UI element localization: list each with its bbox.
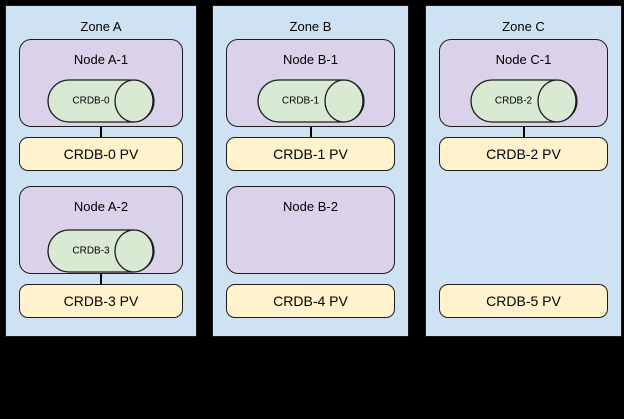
- cylinder-icon: [47, 79, 155, 123]
- zone-c-title: Zone C: [502, 19, 545, 34]
- crdb-2-pv-box: CRDB-2 PV: [439, 137, 608, 171]
- crdb-1-pod-label: CRDB-1: [281, 95, 320, 107]
- connector-b1-pv1: [309, 127, 312, 137]
- crdb-1-pod-cylinder: CRDB-1: [256, 79, 365, 123]
- crdb-4-pv-label: CRDB-4 PV: [273, 293, 348, 309]
- zone-b-title: Zone B: [289, 19, 332, 34]
- node-b2-box: Node B-2: [226, 186, 395, 274]
- crdb-3-pv-label: CRDB-3 PV: [63, 293, 139, 309]
- connector-a1-pv0: [100, 127, 102, 137]
- crdb-2-pod-label: CRDB-2: [494, 95, 533, 107]
- cylinder-icon: [256, 79, 365, 123]
- connector-a2-pv3: [100, 274, 102, 284]
- crdb-0-pv-box: CRDB-0 PV: [19, 137, 183, 171]
- crdb-4-pv-box: CRDB-4 PV: [226, 284, 395, 318]
- crdb-5-pv-label: CRDB-5 PV: [486, 293, 561, 309]
- crdb-0-pod-cylinder: CRDB-0: [47, 79, 155, 123]
- zone-a-title: Zone A: [80, 19, 122, 34]
- crdb-1-pv-label: CRDB-1 PV: [273, 146, 348, 162]
- cylinder-icon: [47, 229, 155, 273]
- node-b1-title: Node B-1: [283, 52, 338, 67]
- crdb-3-pod-cylinder: CRDB-3: [47, 229, 155, 273]
- crdb-3-pv-box: CRDB-3 PV: [19, 284, 183, 318]
- node-a2-title: Node A-2: [73, 199, 129, 214]
- zone-b-panel: Zone B Node B-1 CRDB-1 CRDB-1 PV Node B-…: [212, 5, 409, 337]
- cylinder-icon: [469, 79, 578, 123]
- crdb-5-pv-box: CRDB-5 PV: [439, 284, 608, 318]
- crdb-3-pod-label: CRDB-3: [72, 245, 110, 257]
- crdb-0-pod-label: CRDB-0: [72, 95, 110, 107]
- crdb-2-pv-label: CRDB-2 PV: [486, 146, 561, 162]
- connector-c1-pv2: [522, 127, 525, 137]
- node-b2-title: Node B-2: [283, 199, 338, 214]
- node-b1-box: Node B-1 CRDB-1: [226, 39, 395, 127]
- node-c1-title: Node C-1: [495, 52, 552, 67]
- crdb-2-pod-cylinder: CRDB-2: [469, 79, 578, 123]
- crdb-0-pv-label: CRDB-0 PV: [63, 146, 139, 162]
- node-a1-box: Node A-1 CRDB-0: [19, 39, 183, 127]
- node-c1-box: Node C-1 CRDB-2: [439, 39, 608, 127]
- crdb-1-pv-box: CRDB-1 PV: [226, 137, 395, 171]
- zone-c-panel: Zone C Node C-1 CRDB-2 CRDB-2 PV CRDB-5 …: [425, 5, 622, 337]
- node-a1-title: Node A-1: [73, 52, 129, 67]
- node-a2-box: Node A-2 CRDB-3: [19, 186, 183, 274]
- zone-a-panel: Zone A Node A-1 CRDB-0 CRDB-0 PV Node A-…: [5, 5, 197, 337]
